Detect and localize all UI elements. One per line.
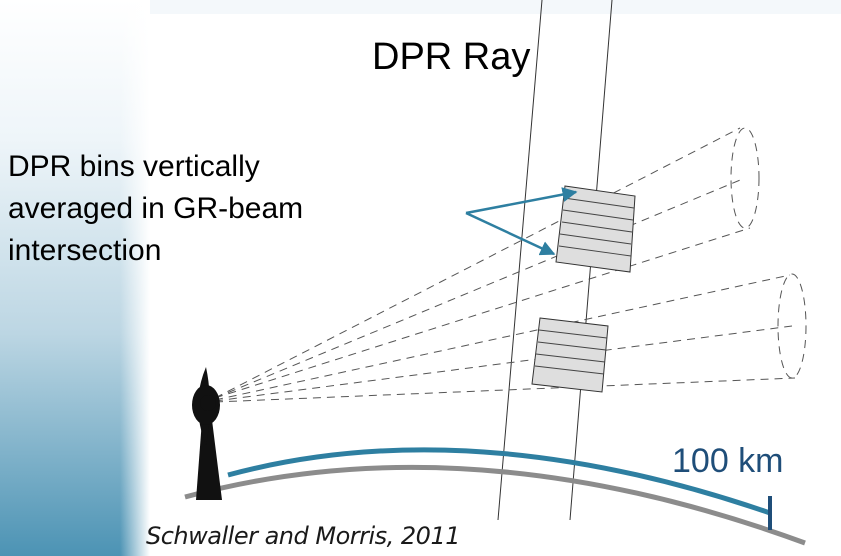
dpr-bins-lower [531,317,609,393]
dpr-bins-upper [555,185,636,273]
dpr-ray-label: DPR Ray [372,36,531,78]
bins-label-line-2: averaged in GR-beam [8,192,304,225]
sidebar-fade [120,0,150,556]
gr-beam-upper [214,127,760,399]
scale-bar [227,447,772,530]
citation: Schwaller and Morris, 2011 [146,522,461,550]
callout-arrows [465,187,578,256]
bins-label-line-1: DPR bins vertically [8,150,260,183]
bins-callout-label: DPR bins vertically averaged in GR-beam … [8,146,303,272]
top-strip [150,0,841,14]
gr-beam-lower [214,273,807,403]
bins-label-line-3: intersection [8,234,162,267]
scale-label: 100 km [672,442,784,480]
radar-dish-icon [192,367,222,500]
ground-line [184,464,806,546]
